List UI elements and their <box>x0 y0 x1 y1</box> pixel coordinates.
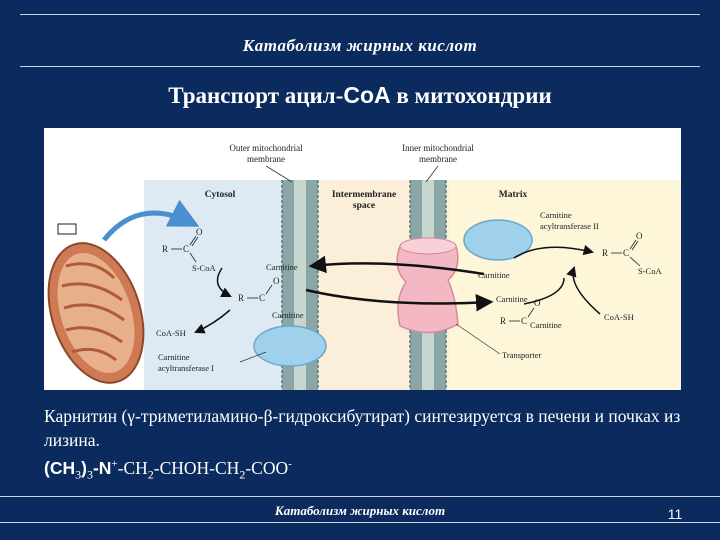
matrix-label: Matrix <box>499 190 528 200</box>
page-number: 11 <box>667 506 683 522</box>
carnitine-label-matrix-mid: Carnitine <box>496 294 528 304</box>
svg-text:C: C <box>521 316 527 326</box>
outer-membrane-pointer <box>265 165 293 183</box>
body-paragraph: Карнитин (γ-триметиламино-β-гидроксибути… <box>44 404 684 452</box>
svg-text:S-CoA: S-CoA <box>192 263 216 273</box>
svg-text:C: C <box>259 293 265 303</box>
svg-text:R: R <box>602 248 608 258</box>
footer-title: Катаболизм жирных кислот <box>274 503 446 518</box>
cat2-enzyme <box>463 219 533 261</box>
acyl-coa-structure-matrix: R C O S-CoA <box>602 231 662 276</box>
svg-text:R: R <box>162 244 168 254</box>
beta-symbol: β <box>263 406 273 426</box>
transporter-label: Transporter <box>502 350 542 360</box>
matrix-acylcoa-arrow <box>513 244 595 259</box>
cat2-label-1: Carnitine <box>540 210 572 220</box>
carnitine-return-arrow <box>308 255 485 276</box>
outer-membrane-label-1: Outer mitochondrial <box>229 143 303 153</box>
body-text-part-2: -триметиламино- <box>135 406 264 426</box>
matrix-region <box>449 180 681 390</box>
transporter-protein <box>396 237 459 334</box>
svg-text:C: C <box>623 248 629 258</box>
carnitine-label-matrix-bottom: Carnitine <box>530 320 562 330</box>
formula-part-a: (CH <box>44 457 76 478</box>
inner-membrane-label-2: membrane <box>419 154 457 164</box>
formula-sup-1: + <box>111 458 118 470</box>
coash-label-matrix: CoA-SH <box>604 312 634 322</box>
empty-box-marker <box>57 223 77 235</box>
coash-release-arrow <box>194 309 231 334</box>
coash-label-cytosol: CoA-SH <box>156 328 186 338</box>
carnitine-label-mid: Carnitine <box>272 310 304 320</box>
carnitine-shuttle-figure: Outer mitochondrial membrane Inner mitoc… <box>44 128 681 390</box>
formula-sub-3: 2 <box>147 467 154 482</box>
footer-rule-bottom <box>0 522 720 523</box>
body-text-part-3: -гидроксибутират) синтезируется в печени… <box>44 406 681 450</box>
svg-text:R: R <box>500 316 506 326</box>
zoom-arrow <box>102 199 200 242</box>
slide-title-coa: CoA <box>343 82 391 108</box>
cytosol-label: Cytosol <box>205 190 236 200</box>
formula-sub-4: 2 <box>239 467 246 482</box>
header-rule-top <box>20 14 700 15</box>
acyl-coa-structure: R C O S-CoA <box>162 227 216 273</box>
matrix-reaction-curve <box>523 277 565 305</box>
cat2-label-2: acyltransferase II <box>540 221 599 231</box>
intermembrane-label-1: Intermembrane <box>332 190 396 200</box>
svg-text:R: R <box>238 293 244 303</box>
footer-rule-top <box>0 496 720 497</box>
cytosol-reaction-arrow <box>216 267 232 297</box>
cat1-label-2: acyltransferase I <box>158 363 214 373</box>
svg-text:S-CoA: S-CoA <box>638 266 662 276</box>
svg-text:O: O <box>534 298 541 308</box>
carnitine-label-top: Carnitine <box>266 262 298 272</box>
svg-text:C: C <box>183 244 189 254</box>
mitochondrion-illustration <box>47 242 145 384</box>
header-title: Катаболизм жирных кислот <box>242 36 478 55</box>
formula-part-d: -CH <box>117 457 148 478</box>
matrix-coash-arrow <box>566 266 601 315</box>
slide-title: Транспорт ацил-CoA в митохондрии <box>0 82 720 109</box>
acyl-carnitine-structure-outer: R C O <box>238 276 280 303</box>
body-text: Карнитин (γ-триметиламино-β-гидроксибути… <box>44 404 684 486</box>
cat1-enzyme <box>253 325 327 367</box>
slide-title-prefix: Транспорт ацил- <box>168 83 344 108</box>
formula-sup-2: - <box>288 458 292 470</box>
gamma-symbol: γ <box>127 406 136 426</box>
outer-membrane-label-2: membrane <box>247 154 285 164</box>
carnitine-formula: (CH3)3-N+-CH2-CHOH-CH2-COO- <box>44 452 684 486</box>
slide-title-suffix: в митохондрии <box>390 83 552 108</box>
acyl-carnitine-structure-matrix: R C O <box>500 298 541 326</box>
body-text-part-1: Карнитин ( <box>44 406 128 426</box>
header-rule-bottom <box>20 66 700 67</box>
intermembrane-label-2: space <box>353 201 375 211</box>
formula-part-c: -N <box>92 457 112 478</box>
cat1-label-1: Carnitine <box>158 352 190 362</box>
inner-membrane-pointer <box>425 165 439 183</box>
formula-part-b: ) <box>81 457 87 478</box>
transporter-pointer <box>455 323 501 355</box>
formula-sub-2: 3 <box>86 467 93 482</box>
formula-part-e: -CHOH-CH <box>153 457 240 478</box>
svg-text:O: O <box>196 227 203 237</box>
cat1-pointer <box>239 351 267 363</box>
svg-text:O: O <box>636 231 643 241</box>
inner-membrane-label-1: Inner mitochondrial <box>402 143 474 153</box>
carnitine-label-matrix-top: Carnitine <box>478 270 510 280</box>
acylcarnitine-import-arrow <box>305 288 494 312</box>
formula-sub-1: 3 <box>75 467 82 482</box>
formula-part-f: -COO <box>245 457 289 478</box>
svg-text:O: O <box>273 276 280 286</box>
